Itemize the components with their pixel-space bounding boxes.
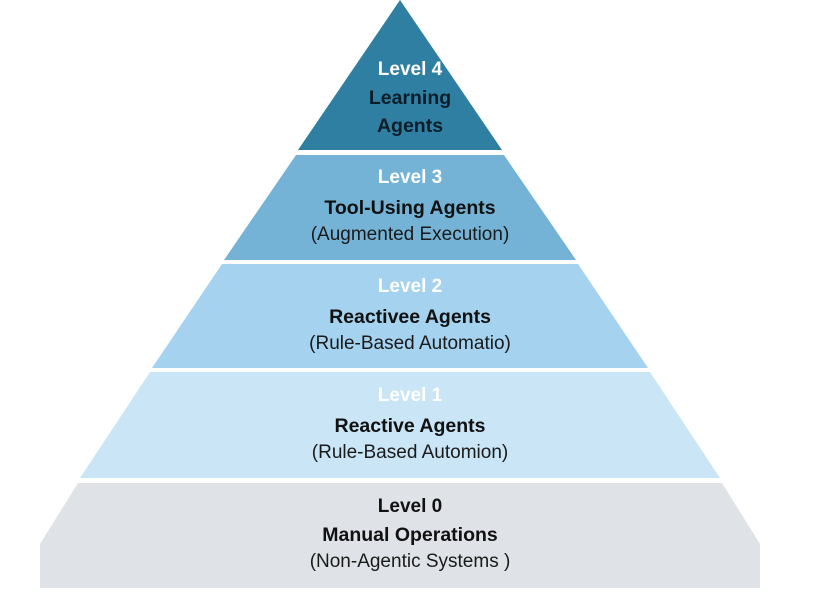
tier-2-level: Level 2 bbox=[377, 276, 443, 297]
tier-3-name: Tool-Using Agents bbox=[324, 197, 496, 219]
tier-3-subtitle: (Augmented Execution) bbox=[310, 224, 510, 245]
tier-2-subtitle: (Rule-Based Automatio) bbox=[309, 333, 511, 354]
tier-0-name: Manual Operations bbox=[322, 524, 498, 546]
tier-1-level: Level 1 bbox=[377, 385, 443, 406]
tier-0-shape bbox=[40, 483, 760, 588]
tier-4-shape bbox=[298, 0, 502, 150]
tier-2-text: Level 2 Reactivee Agents (Rule-Based Aut… bbox=[0, 275, 820, 357]
tier-1-name: Reactive Agents bbox=[334, 415, 486, 437]
tier-1-subtitle: (Rule-Based Automion) bbox=[311, 442, 509, 463]
tier-3-shape bbox=[224, 155, 576, 260]
tier-0-text: Level 0 Manual Operations (Non-Agentic S… bbox=[0, 495, 820, 575]
tier-4-level: Level 4 bbox=[377, 59, 443, 80]
tier-4-text: Level 4 Learning Agents bbox=[0, 58, 820, 140]
tier-3-level: Level 3 bbox=[377, 167, 443, 188]
tier-1-text: Level 1 Reactive Agents (Rule-Based Auto… bbox=[0, 384, 820, 466]
tier-0-subtitle: (Non-Agentic Systems ) bbox=[309, 551, 511, 572]
tier-4-name-line-1: Learning bbox=[368, 87, 452, 109]
tier-2-shape bbox=[152, 264, 648, 368]
tier-4-name-line-2: Agents bbox=[376, 115, 444, 137]
tier-3-text: Level 3 Tool-Using Agents (Augmented Exe… bbox=[0, 166, 820, 248]
tier-1-shape bbox=[80, 372, 720, 478]
tier-0-level: Level 0 bbox=[377, 496, 443, 517]
tier-2-name: Reactivee Agents bbox=[329, 306, 491, 328]
